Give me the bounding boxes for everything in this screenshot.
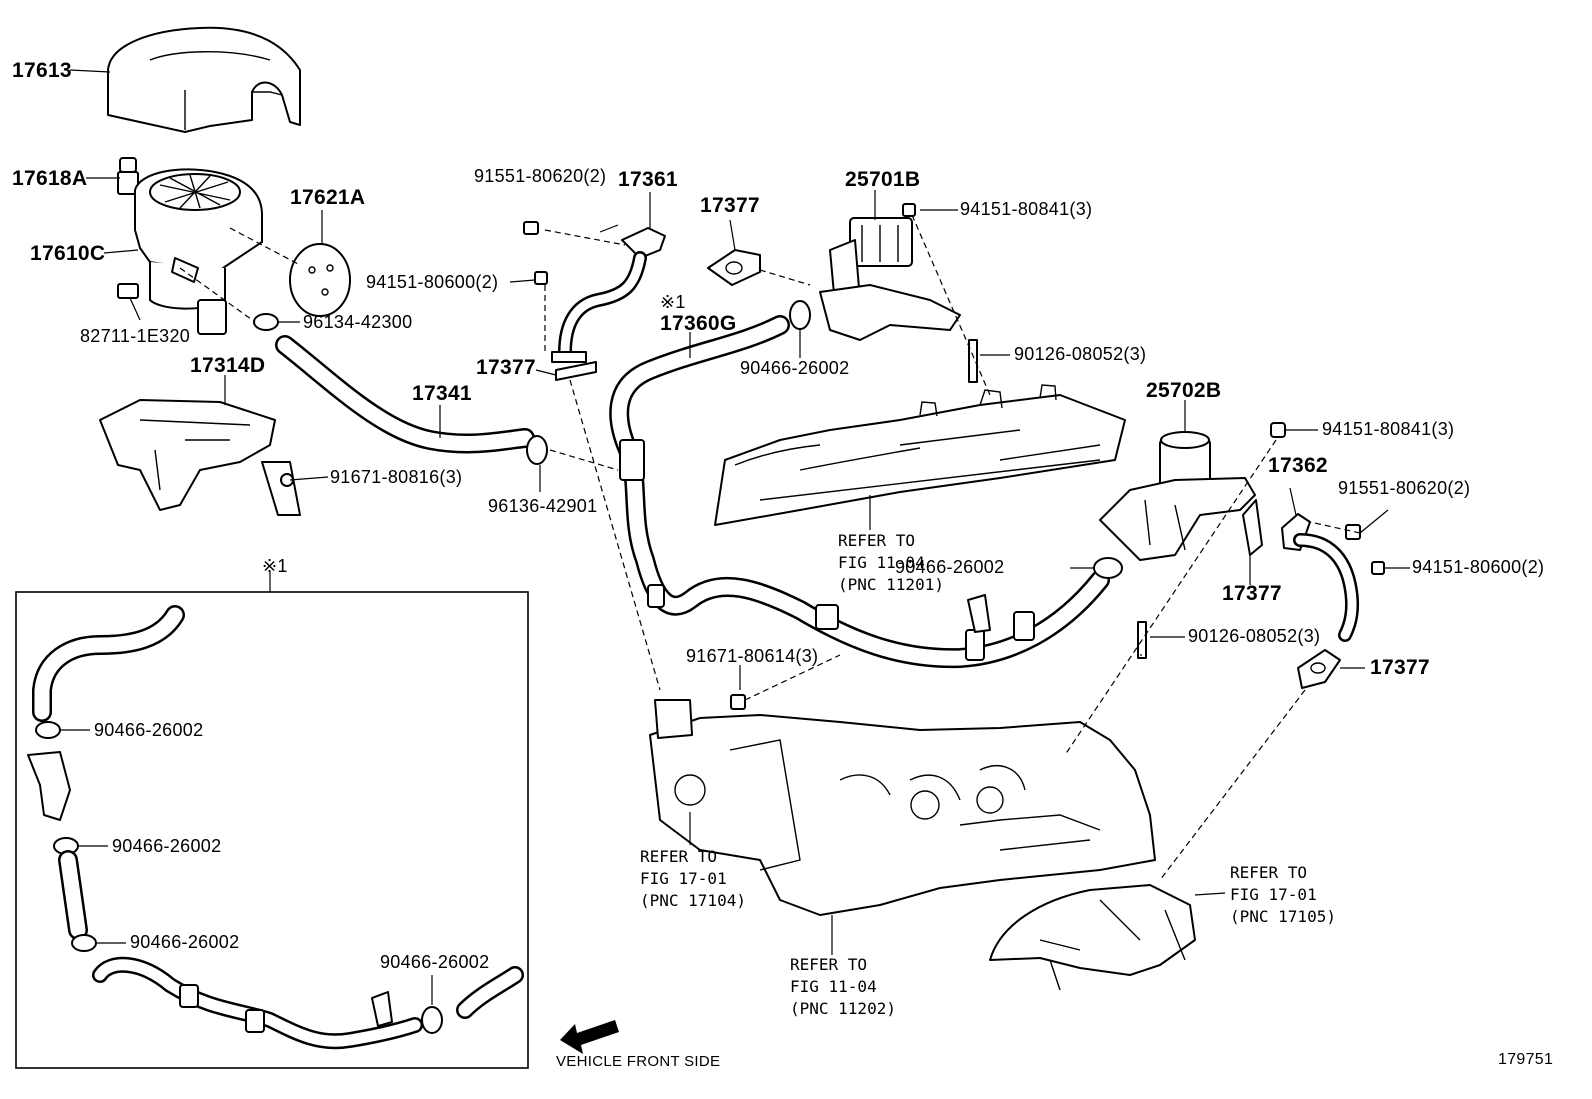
gasket-17377-top[interactable] [707,249,761,286]
label-17360g[interactable]: 17360G [660,312,737,335]
gasket-17377-left[interactable] [555,361,597,381]
valve-25702b[interactable] [1099,431,1256,561]
label-90466-right[interactable]: 90466-26002 [895,557,1004,577]
svg-text:(PNC 11201): (PNC 11201) [838,575,944,594]
pipe-17361[interactable] [523,221,666,363]
label-25702b[interactable]: 25702B [1146,379,1221,402]
label-91551-top[interactable]: 91551-80620(2) [474,166,606,186]
label-17362[interactable]: 17362 [1268,454,1328,477]
hose-17360g[interactable] [609,315,1110,669]
bolt-94151-841-top[interactable] [902,203,916,217]
label-94151-600-right[interactable]: 94151-80600(2) [1412,557,1544,577]
svg-text:(PNC 17105): (PNC 17105) [1230,907,1336,926]
figure-id: 179751 [1498,1051,1553,1068]
svg-text:REFER TO: REFER TO [1230,863,1307,882]
ref-note-17104[interactable]: REFER TO FIG 17-01 (PNC 17104) [640,847,746,910]
bolt-94151-600-right[interactable] [1371,561,1385,575]
label-94151-841-top[interactable]: 94151-80841(3) [960,199,1092,219]
gasket-17377-mid[interactable] [1242,499,1263,556]
clamp-90466-right[interactable] [1093,557,1123,579]
svg-text:FIG 11-04: FIG 11-04 [838,553,925,572]
pipe-17362[interactable] [1281,513,1360,642]
inset-hose-upper[interactable] [32,605,185,722]
clamp-96134[interactable] [253,313,279,331]
part-labels: 17613 17618A 17610C 17621A 82711-1E320 9… [12,59,1553,1070]
vehicle-front-arrow-icon [560,1020,619,1054]
label-90126-top[interactable]: 90126-08052(3) [1014,344,1146,364]
label-25701b[interactable]: 25701B [845,168,920,191]
label-96136[interactable]: 96136-42901 [488,496,597,516]
svg-text:FIG 11-04: FIG 11-04 [790,977,877,996]
stud-90126-top[interactable] [968,339,978,383]
label-17341[interactable]: 17341 [412,382,472,405]
label-inset-90466-c[interactable]: 90466-26002 [130,932,239,952]
label-inset-90466-b[interactable]: 90466-26002 [112,836,221,856]
clamp-96136[interactable] [526,435,548,465]
exhaust-manifold-17105[interactable] [989,884,1196,991]
clamp-90466-mid[interactable] [789,300,811,330]
label-17621a[interactable]: 17621A [290,186,365,209]
label-17314d[interactable]: 17314D [190,354,265,377]
hose-17341[interactable] [275,335,535,454]
dashed-leaders [179,214,1361,881]
label-90466-mid[interactable]: 90466-26002 [740,358,849,378]
svg-text:FIG 17-01: FIG 17-01 [640,869,727,888]
vehicle-front-label: VEHICLE FRONT SIDE [556,1053,720,1070]
label-inset-90466-d[interactable]: 90466-26002 [380,952,489,972]
cylinder-head-assembly[interactable] [649,699,1156,916]
label-17618a[interactable]: 17618A [12,167,87,190]
label-91671-614[interactable]: 91671-80614(3) [686,646,818,666]
label-17377-a[interactable]: 17377 [700,194,760,217]
label-91671-816[interactable]: 91671-80816(3) [330,467,462,487]
intake-manifold-11201[interactable] [714,384,1126,526]
label-17361[interactable]: 17361 [618,168,678,191]
inset-leaders [60,729,433,1005]
bolt-91671-614[interactable] [730,694,746,710]
inset-hose-lower[interactable] [92,956,524,1050]
bracket-17314d[interactable] [99,399,301,516]
svg-text:REFER TO: REFER TO [640,847,717,866]
label-91551-right[interactable]: 91551-80620(2) [1338,478,1470,498]
label-17613[interactable]: 17613 [12,59,72,82]
air-pump-17610c[interactable] [117,168,263,335]
label-94151-841-right[interactable]: 94151-80841(3) [1322,419,1454,439]
air-pump-cover[interactable] [107,26,301,133]
label-17610c[interactable]: 17610C [30,242,105,265]
gasket-17377-bottom-right[interactable] [1297,649,1341,689]
label-inset-mark: ※1 [262,556,288,576]
label-mark1-top: ※1 [660,292,686,312]
label-inset-90466-a[interactable]: 90466-26002 [94,720,203,740]
filter-17621a[interactable] [289,243,351,317]
ref-note-17105[interactable]: REFER TO FIG 17-01 (PNC 17105) [1230,863,1336,926]
svg-text:REFER TO: REFER TO [790,955,867,974]
inset-hose-middle[interactable] [58,850,97,952]
inset-box [15,572,529,1069]
ref-note-11201[interactable]: REFER TO FIG 11-04 (PNC 11201) [838,531,944,594]
valve-25701b[interactable] [819,217,961,341]
svg-text:(PNC 11202): (PNC 11202) [790,999,896,1018]
label-17377-b[interactable]: 17377 [476,356,536,379]
bolt-94151-841-right[interactable] [1270,422,1286,438]
label-90126-right[interactable]: 90126-08052(3) [1188,626,1320,646]
label-96134[interactable]: 96134-42300 [303,312,412,332]
label-17377-d[interactable]: 17377 [1370,656,1430,679]
label-17377-c[interactable]: 17377 [1222,582,1282,605]
svg-text:FIG 17-01: FIG 17-01 [1230,885,1317,904]
ref-note-11202[interactable]: REFER TO FIG 11-04 (PNC 11202) [790,955,896,1018]
leader-lines [69,69,1410,955]
svg-text:REFER TO: REFER TO [838,531,915,550]
label-82711[interactable]: 82711-1E320 [80,326,190,346]
svg-text:(PNC 17104): (PNC 17104) [640,891,746,910]
inset-connector[interactable] [27,721,79,855]
label-94151-600-top[interactable]: 94151-80600(2) [366,272,498,292]
bolt-91551-right[interactable] [1345,524,1361,540]
